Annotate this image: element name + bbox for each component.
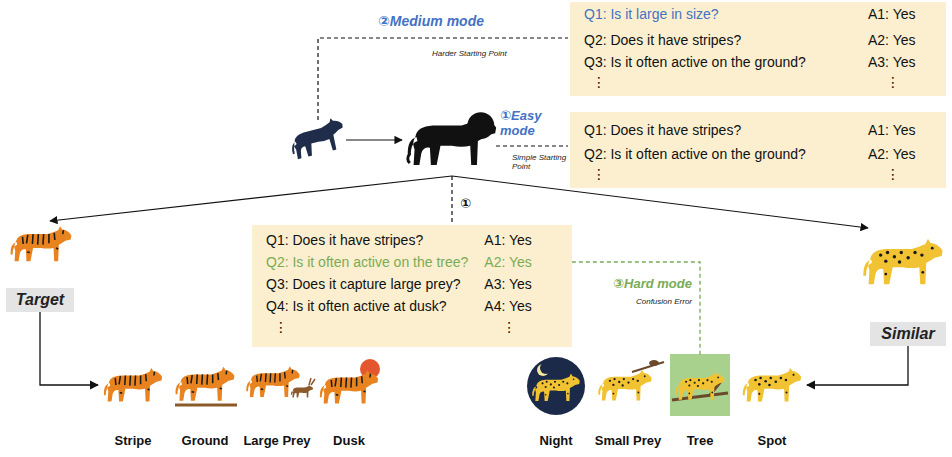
tag-text: Target	[16, 290, 64, 310]
answer-text: A4: Yes	[484, 298, 532, 314]
panther-silhouette	[287, 116, 348, 160]
answer-text: ⋮	[886, 74, 900, 90]
question-text: Q4: Is it often active at dusk?	[266, 298, 447, 314]
tag-text: Similar	[881, 324, 934, 344]
question-text: Q1: Does it have stripes?	[266, 232, 423, 248]
question-box: Q1: Is it large in size? A1: YesQ2: Does …	[570, 2, 946, 96]
question-text: ⋮	[592, 166, 606, 182]
icon-node: Ground	[170, 355, 240, 450]
answer-text: A1: Yes	[868, 6, 916, 22]
answer-text: ⋮	[886, 166, 900, 182]
dusk-icon	[320, 359, 380, 403]
small-prey-icon	[632, 362, 664, 372]
icon-label: Stripe	[115, 433, 152, 448]
icon-node: Tree	[665, 355, 735, 450]
annotation-label: ③Hard mode	[592, 276, 692, 291]
icon-label: Ground	[182, 433, 229, 448]
large-prey-icon	[246, 366, 315, 397]
icon-node: Large Prey	[242, 355, 312, 450]
ground-icon	[175, 404, 237, 407]
large-prey-icon	[291, 385, 313, 398]
ground-icon	[175, 367, 237, 405]
icon-label: Small Prey	[595, 433, 662, 448]
answer-text: A1: Yes	[484, 232, 532, 248]
answer-text: A1: Yes	[868, 122, 916, 138]
question-text: Q2: Is it often active on the tree?	[266, 254, 468, 270]
answer-text: A2: Yes	[868, 32, 916, 48]
night-icon	[527, 357, 585, 415]
small-prey-icon	[598, 370, 651, 401]
answer-text: A2: Yes	[484, 254, 532, 270]
icon-node: Spot	[737, 355, 807, 450]
leopard-picture	[863, 239, 942, 285]
tag-box: Similar	[870, 322, 946, 346]
night-icon	[540, 362, 552, 374]
icon-node: Night	[521, 355, 591, 450]
icon-label: Night	[539, 433, 572, 448]
icon-label: Tree	[687, 433, 714, 448]
answer-text: A2: Yes	[868, 146, 916, 162]
connector	[572, 262, 700, 355]
mode-connectors	[318, 38, 568, 120]
tiger-picture	[11, 226, 72, 261]
annotation-label: Confusion Error	[592, 297, 692, 306]
spot-icon	[743, 368, 801, 402]
answer-text: A3: Yes	[484, 276, 532, 292]
annotation-label: ②Medium mode	[378, 13, 484, 30]
annotation-label: ①	[460, 196, 471, 211]
question-box: Q1: Does it have stripes? A1: YesQ2: Is i…	[252, 225, 572, 347]
mode-connectors	[496, 145, 568, 146]
annotation-label: Harder Starting Point	[432, 49, 507, 58]
icon-label: Large Prey	[243, 433, 310, 448]
question-text: Q3: Is it often active on the ground?	[584, 54, 806, 70]
icon-node: Dusk	[314, 355, 384, 450]
question-text: Q2: Does it have stripes?	[584, 32, 741, 48]
question-text: ⋮	[592, 74, 606, 90]
annotation-label: ①Easy mode	[500, 108, 550, 138]
ground-icon	[176, 367, 235, 401]
mode-connectors	[451, 176, 452, 224]
large-prey-icon	[291, 385, 313, 398]
small-prey-icon	[598, 360, 664, 401]
question-text: Q1: Is it large in size?	[584, 6, 719, 22]
mode-connectors	[346, 139, 402, 140]
panther-silhouette	[287, 116, 348, 160]
stripe-icon	[104, 368, 162, 402]
answer-text: A3: Yes	[868, 54, 916, 70]
tree-icon	[675, 372, 724, 400]
question-text: Q2: Is it often active on the ground?	[584, 146, 806, 162]
tag-box: Target	[6, 288, 74, 312]
mode-connectors	[50, 176, 452, 221]
night-icon	[532, 374, 580, 401]
question-box: Q1: Does it have stripes? A1: YesQ2: Is i…	[570, 112, 946, 188]
answer-text: ⋮	[502, 319, 516, 335]
question-text: ⋮	[274, 319, 288, 335]
small-prey-icon	[649, 360, 659, 366]
question-text: Q1: Does it have stripes?	[584, 122, 741, 138]
dusk-icon	[320, 370, 378, 404]
tree-icon	[670, 354, 730, 416]
icon-node: Stripe	[98, 355, 168, 450]
icon-label: Spot	[758, 433, 787, 448]
question-text: Q3: Does it capture large prey?	[266, 276, 461, 292]
tree-icon	[670, 354, 730, 416]
icon-node: Small Prey	[593, 355, 663, 450]
connector	[40, 312, 98, 385]
night-icon	[527, 357, 585, 415]
annotation-label: Simple Starting Point	[512, 153, 574, 171]
spot-icon	[743, 368, 801, 402]
connector	[807, 346, 908, 385]
large-prey-icon	[309, 378, 315, 385]
lion-silhouette	[408, 112, 496, 165]
stripe-icon	[104, 368, 162, 402]
icon-label: Dusk	[333, 433, 365, 448]
